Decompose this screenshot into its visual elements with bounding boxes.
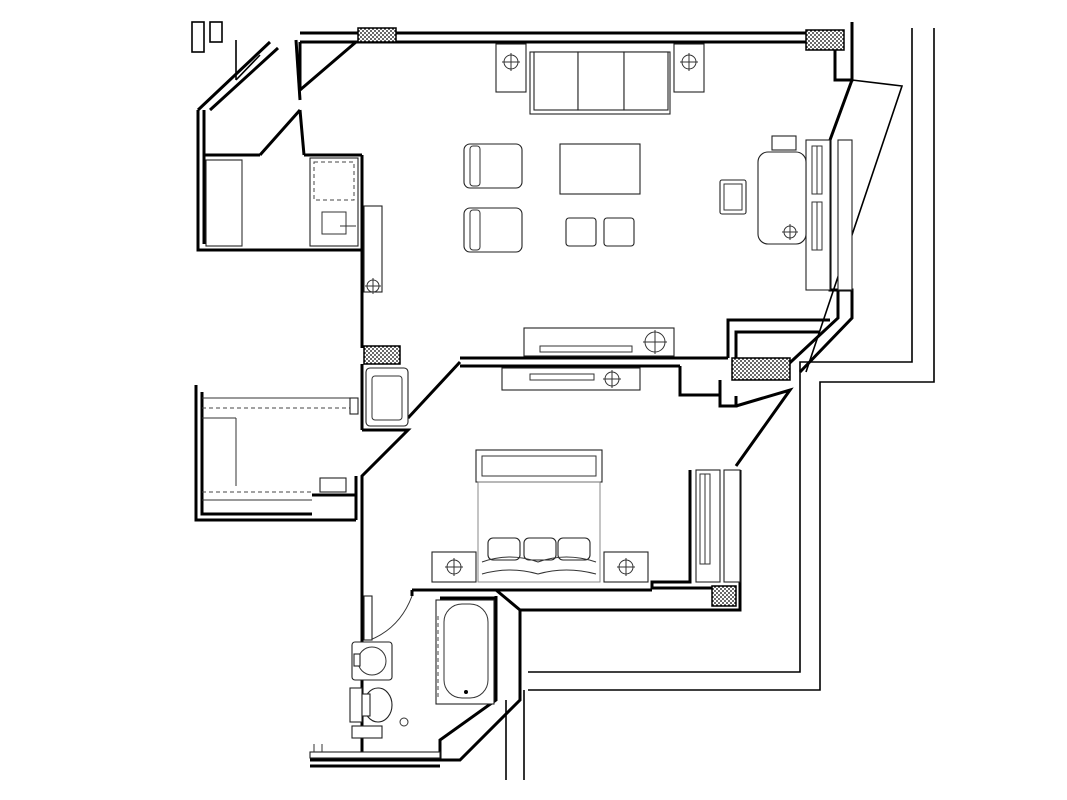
balcony-outline — [505, 28, 935, 780]
bathroom-fixtures — [309, 725, 441, 759]
nightstand-icon — [431, 551, 649, 583]
structural-column-icon — [357, 27, 845, 607]
toilet-icon — [349, 687, 409, 727]
closet — [202, 367, 409, 501]
tv-console-icon — [501, 327, 675, 391]
desk-icon — [757, 135, 807, 245]
door-swing-icon — [363, 595, 413, 641]
coffee-table-icon — [559, 143, 641, 247]
lamp-icon — [495, 43, 705, 93]
bed-icon — [475, 449, 603, 583]
kitchenette — [205, 157, 383, 294]
sink-icon — [351, 641, 393, 681]
sofa-icon — [529, 51, 671, 115]
armchair-icon — [463, 143, 523, 253]
bathtub-icon — [435, 599, 495, 705]
pillow-icon — [481, 537, 597, 575]
walls — [191, 21, 854, 768]
hvac-unit-icon — [695, 139, 853, 583]
office-chair-icon — [719, 179, 747, 215]
